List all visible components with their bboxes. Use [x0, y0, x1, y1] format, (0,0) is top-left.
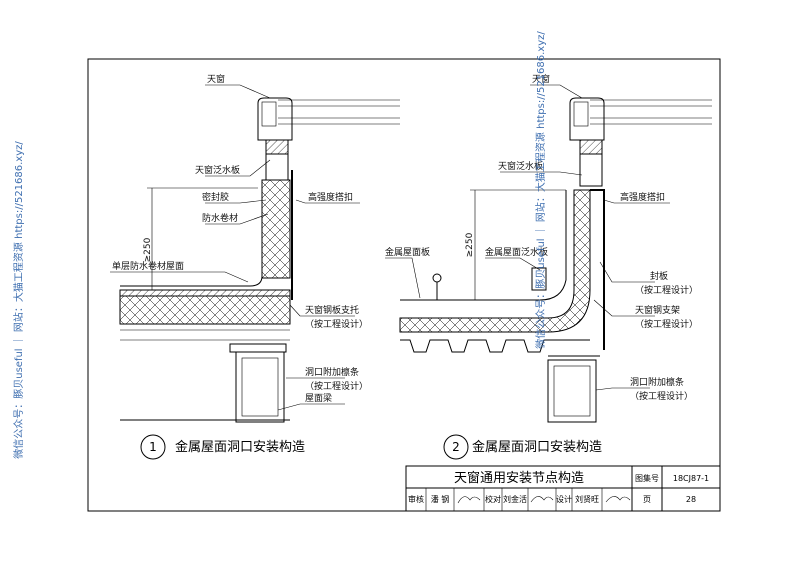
detail-number-1: 1	[149, 440, 157, 454]
label-frame-2b: （按工程设计）	[635, 318, 698, 330]
check-label: 校对	[485, 494, 501, 504]
label-seal-2a: 封板	[650, 270, 668, 282]
detail-number-circle-2	[443, 434, 469, 460]
skylight-frame-1	[257, 97, 293, 141]
review-label: 审核	[408, 494, 424, 504]
detail-1: ≥250 天窗 天窗泛水板 密封胶 防水卷材 高强度搭扣 单层防水卷材屋面 天窗…	[110, 73, 400, 460]
label-bolt-2: 高强度搭扣	[620, 191, 665, 203]
atlas-label: 图集号	[635, 473, 659, 483]
watermark-center: 微信公众号：豚贝useful ｜ 网站：大猫工程资源 https://52168…	[534, 31, 547, 349]
insulation-wrap-2	[399, 189, 591, 333]
purlin-2	[547, 359, 597, 423]
label-metal-flashing-2: 金属屋面泛水板	[485, 246, 548, 258]
detail-number-2: 2	[452, 440, 460, 454]
label-frame-2a: 天窗钢支架	[635, 304, 680, 316]
label-roof-1: 单层防水卷材屋面	[112, 260, 184, 272]
skylight-frame-2	[569, 97, 605, 141]
page-number: 28	[686, 495, 696, 504]
detail-title-2: 金属屋面洞口安装构造	[472, 439, 602, 455]
label-bolt-1: 高强度搭扣	[308, 191, 353, 203]
design-signature	[605, 496, 631, 503]
label-support-1b: （按工程设计）	[305, 318, 368, 330]
label-flashing-2: 天窗泛水板	[498, 160, 543, 172]
title-block: 天窗通用安装节点构造 图集号 18CJ87-1 审核 潘 钢 校对 刘金活 设计…	[405, 465, 721, 512]
review-name: 潘 钢	[431, 494, 450, 504]
label-beam-1: 屋面梁	[305, 392, 332, 404]
sheet-border	[87, 58, 721, 512]
label-purlin-2b: （按工程设计）	[630, 390, 693, 402]
label-purlin-2a: 洞口附加檩条	[630, 376, 684, 388]
label-seal-2b: （按工程设计）	[635, 284, 698, 296]
detail-title-1: 金属屋面洞口安装构造	[175, 439, 305, 455]
dimension-label-1: ≥250	[143, 237, 153, 262]
label-metal-panel-2: 金属屋面板	[385, 246, 430, 258]
corrugated-deck-2	[400, 339, 590, 353]
review-signature	[457, 496, 481, 504]
label-skylight-2: 天窗	[532, 73, 550, 85]
watermark-left: 微信公众号：豚贝useful ｜ 网站：大猫工程资源 https://52168…	[12, 141, 25, 459]
design-label: 设计	[556, 494, 572, 504]
detail-2: ≥250 天窗 天窗泛水板 高强度搭扣 金属屋面板 金属屋面泛水板 封板 （按工…	[385, 73, 712, 460]
label-membrane-1: 防水卷材	[202, 212, 238, 224]
label-sealant-1: 密封胶	[202, 191, 229, 203]
skylight-base-1	[265, 139, 289, 155]
dimension-label-2: ≥250	[465, 232, 475, 257]
check-signature	[530, 496, 554, 503]
page-label: 页	[643, 495, 651, 504]
label-purlin-1a: 洞口附加檩条	[305, 366, 359, 378]
label-support-1a: 天窗钢板支托	[305, 304, 359, 316]
design-name: 刘贤旺	[575, 494, 599, 504]
check-name: 刘金活	[503, 494, 527, 504]
drawing-title: 天窗通用安装节点构造	[454, 470, 584, 486]
roof-insulation-1	[119, 295, 291, 325]
roof-membrane-1	[119, 289, 291, 297]
purlin-1	[235, 351, 285, 423]
skylight-base-2	[579, 139, 603, 155]
label-skylight-1: 天窗	[207, 73, 225, 85]
atlas-number: 18CJ87-1	[673, 474, 709, 483]
detail-number-circle-1	[140, 434, 166, 460]
label-purlin-1b: （按工程设计）	[305, 380, 368, 392]
curb-insulation-1	[261, 179, 291, 279]
label-flashing-1: 天窗泛水板	[195, 164, 240, 176]
flashing-clip-2	[531, 267, 547, 291]
